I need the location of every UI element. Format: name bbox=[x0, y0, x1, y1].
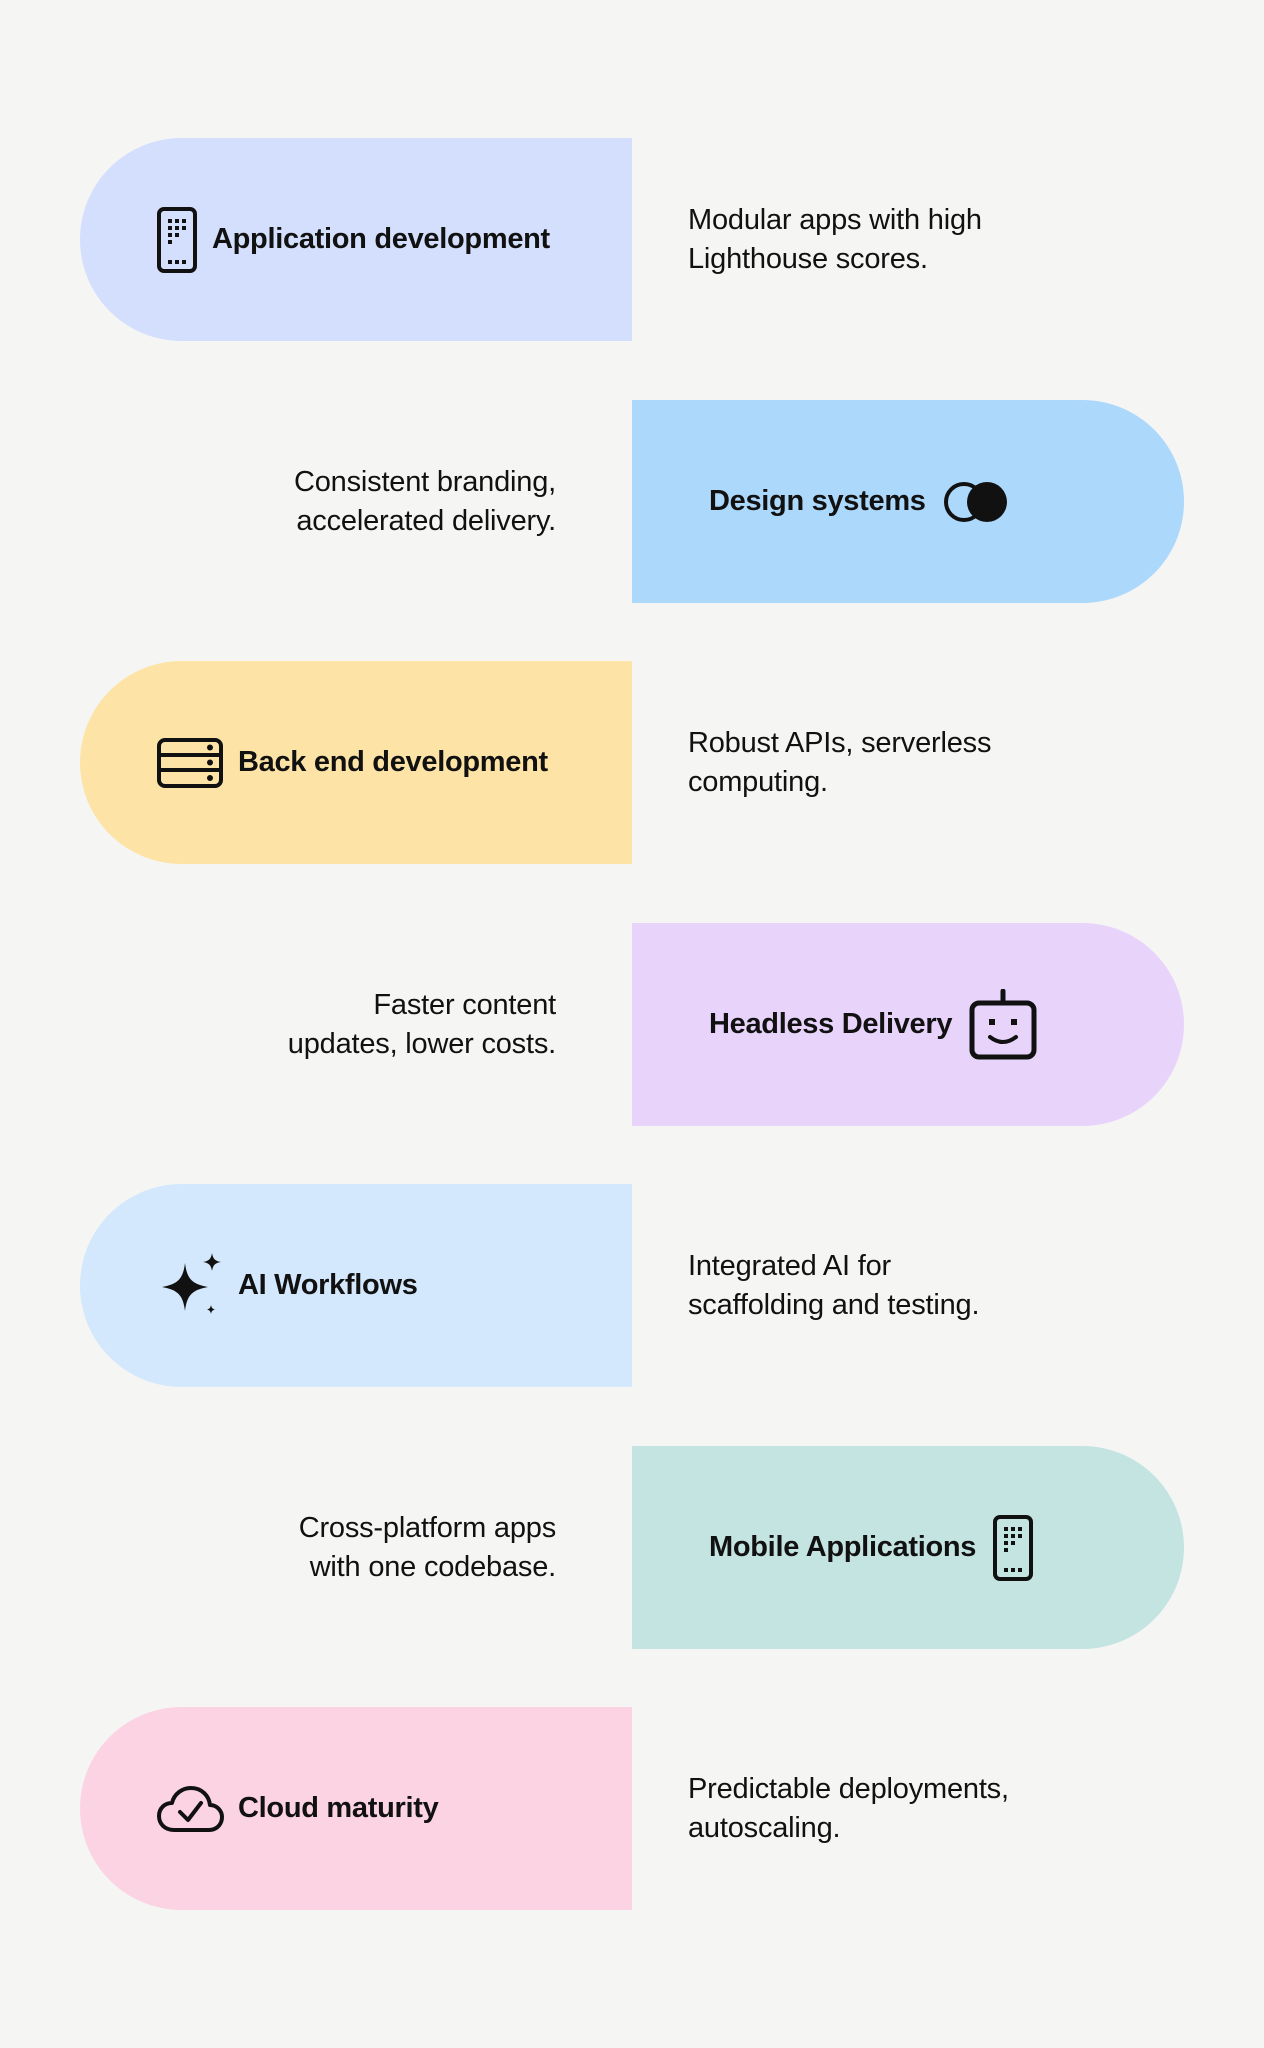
description-line: Faster content bbox=[373, 988, 556, 1021]
service-description: Predictable deployments, autoscaling. bbox=[688, 1707, 1108, 1910]
service-title: Design systems bbox=[709, 485, 926, 517]
service-title: Headless Delivery bbox=[709, 1008, 953, 1040]
service-description: Robust APIs, serverless computing. bbox=[688, 661, 1108, 864]
service-description: Consistent branding, accelerated deliver… bbox=[150, 400, 556, 603]
description-line: Lighthouse scores. bbox=[688, 242, 928, 275]
service-pill-back-end-development: Back end development bbox=[80, 661, 632, 864]
description-line: autoscaling. bbox=[688, 1811, 841, 1844]
description-line: Consistent branding, bbox=[294, 465, 556, 498]
server-icon bbox=[156, 737, 224, 789]
service-row-mobile-applications: Cross-platform apps with one codebase. M… bbox=[0, 1446, 1264, 1649]
service-pill-design-systems: Design systems bbox=[632, 400, 1184, 603]
service-pill-mobile-applications: Mobile Applications bbox=[632, 1446, 1184, 1649]
service-row-headless-delivery: Faster content updates, lower costs. Hea… bbox=[0, 923, 1264, 1126]
service-pill-cloud-maturity: Cloud maturity bbox=[80, 1707, 632, 1910]
service-row-ai-workflows: AI Workflows Integrated AI for scaffoldi… bbox=[0, 1184, 1264, 1387]
service-pill-headless-delivery: Headless Delivery bbox=[632, 923, 1184, 1126]
description-line: Robust APIs, serverless bbox=[688, 726, 992, 759]
mobile-device-icon bbox=[992, 1514, 1034, 1582]
description-line: with one codebase. bbox=[309, 1550, 557, 1583]
service-pill-ai-workflows: AI Workflows bbox=[80, 1184, 632, 1387]
description-line: computing. bbox=[688, 765, 828, 798]
description-line: Integrated AI for bbox=[688, 1249, 891, 1282]
service-description: Cross-platform apps with one codebase. bbox=[150, 1446, 556, 1649]
description-line: scaffolding and testing. bbox=[688, 1288, 980, 1321]
cloud-check-icon bbox=[156, 1784, 224, 1834]
service-title: Back end development bbox=[238, 746, 548, 778]
service-title: Application development bbox=[212, 223, 550, 255]
service-row-cloud-maturity: Cloud maturity Predictable deployments, … bbox=[0, 1707, 1264, 1910]
service-description: Integrated AI for scaffolding and testin… bbox=[688, 1184, 1108, 1387]
device-grid-icon bbox=[156, 206, 198, 274]
service-description: Faster content updates, lower costs. bbox=[150, 923, 556, 1126]
service-row-back-end-development: Back end development Robust APIs, server… bbox=[0, 661, 1264, 864]
description-line: Cross-platform apps bbox=[298, 1511, 556, 1544]
service-title: AI Workflows bbox=[238, 1269, 418, 1301]
service-row-design-systems: Consistent branding, accelerated deliver… bbox=[0, 400, 1264, 603]
service-pill-application-development: Application development bbox=[80, 138, 632, 341]
service-row-application-development: Application development Modular apps wit… bbox=[0, 138, 1264, 341]
service-description: Modular apps with high Lighthouse scores… bbox=[688, 138, 1108, 341]
robot-face-icon bbox=[968, 988, 1038, 1061]
sparkles-icon bbox=[156, 1251, 224, 1321]
description-line: accelerated delivery. bbox=[296, 504, 556, 537]
service-title: Mobile Applications bbox=[709, 1531, 977, 1563]
overlapping-circles-icon bbox=[942, 479, 1010, 525]
description-line: Modular apps with high bbox=[688, 203, 982, 236]
description-line: Predictable deployments, bbox=[688, 1772, 1009, 1805]
service-title: Cloud maturity bbox=[238, 1792, 439, 1824]
description-line: updates, lower costs. bbox=[287, 1027, 556, 1060]
